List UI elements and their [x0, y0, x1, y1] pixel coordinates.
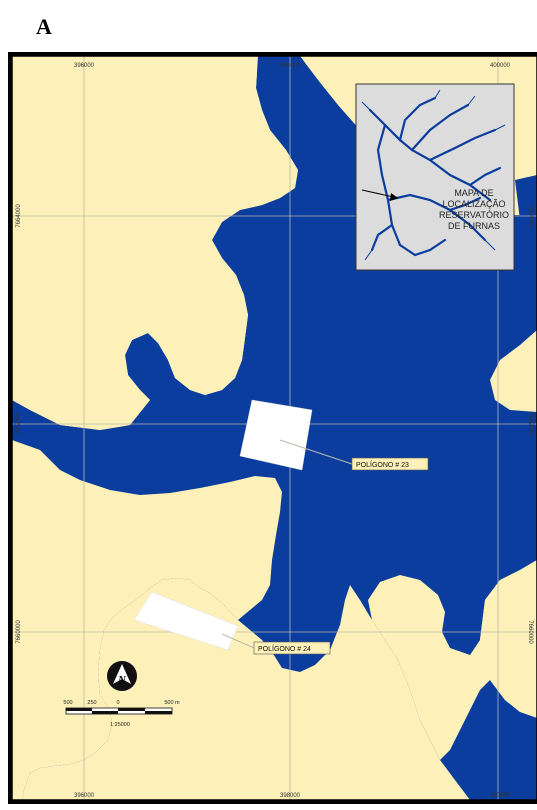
north-arrow-label: N: [117, 674, 127, 686]
inset-reservoir-shape: [368, 96, 502, 257]
north-arrow: N: [107, 661, 137, 691]
grid-label-right-3: 7660000: [527, 620, 533, 644]
panel-label: A: [36, 14, 52, 39]
grid-label-top-3: 400000: [490, 63, 511, 69]
grid-label-left-1: 7664000: [16, 204, 22, 228]
inset-map: MAPA DE LOCALIZAÇÃO RESERVATÓRIO DE FURN…: [355, 83, 515, 271]
map-border: [11, 55, 537, 801]
inset-tributaries: [361, 89, 506, 261]
inset-title-line-1: MAPA DE: [454, 188, 493, 198]
grid-label-top-2: 398000: [280, 63, 301, 69]
scale-tick-500-left: 500: [63, 700, 72, 706]
polygon-23[interactable]: POLÍGONO # 23: [239, 399, 429, 471]
scale-tick-0: 0: [116, 700, 119, 706]
grid-label-right-1: 7664000: [527, 204, 533, 228]
grid-label-bottom-2: 398000: [280, 793, 301, 799]
scale-bar: 500 250 0 500 m 1:25000: [63, 700, 180, 728]
grid-labels: 396000 398000 400000 396000 398000 40000…: [16, 63, 533, 799]
scale-tick-250: 250: [87, 700, 96, 706]
inset-title-line-2: LOCALIZAÇÃO: [442, 199, 505, 209]
grid-label-bottom-1: 396000: [74, 793, 95, 799]
polygon-23-label: POLÍGONO # 23: [356, 460, 409, 469]
inset-title-line-4: DE FURNAS: [448, 221, 500, 231]
grid-label-right-2: 7662000: [527, 412, 533, 436]
polygon-24[interactable]: POLÍGONO # 24: [133, 591, 331, 655]
grid-label-bottom-3: 400000: [490, 793, 511, 799]
inset-arrow-head: [390, 193, 398, 201]
grid-label-left-2: 7662000: [16, 412, 22, 436]
scale-ratio: 1:25000: [110, 722, 130, 728]
grid-label-left-3: 7660000: [16, 620, 22, 644]
inset-title-line-3: RESERVATÓRIO: [439, 210, 509, 220]
grid-label-top-1: 396000: [74, 63, 95, 69]
polygon-24-label: POLÍGONO # 24: [258, 644, 311, 653]
scale-tick-500-right: 500 m: [164, 700, 180, 706]
